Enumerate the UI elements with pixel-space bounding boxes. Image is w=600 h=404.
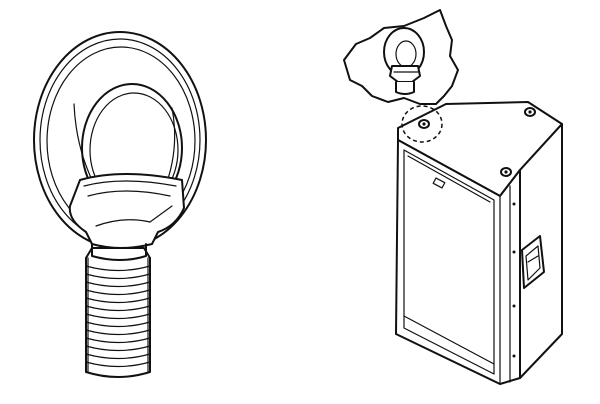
eyebolt-thread (85, 247, 151, 378)
rigging-point-front-left (418, 119, 430, 129)
callout-eyebolt-icon (383, 27, 425, 95)
detail-callout (343, 9, 459, 105)
cabinet-handle (521, 235, 545, 289)
detail-highlight-circle (401, 105, 443, 143)
eyebolt-collar (68, 173, 185, 261)
eyebolt (33, 31, 207, 378)
cabinet-logo (432, 177, 446, 189)
rigging-point-rear (524, 107, 536, 117)
rigging-point-front-right (500, 167, 512, 177)
side-fixing-dots (512, 202, 516, 358)
speaker-cabinet (395, 101, 563, 385)
